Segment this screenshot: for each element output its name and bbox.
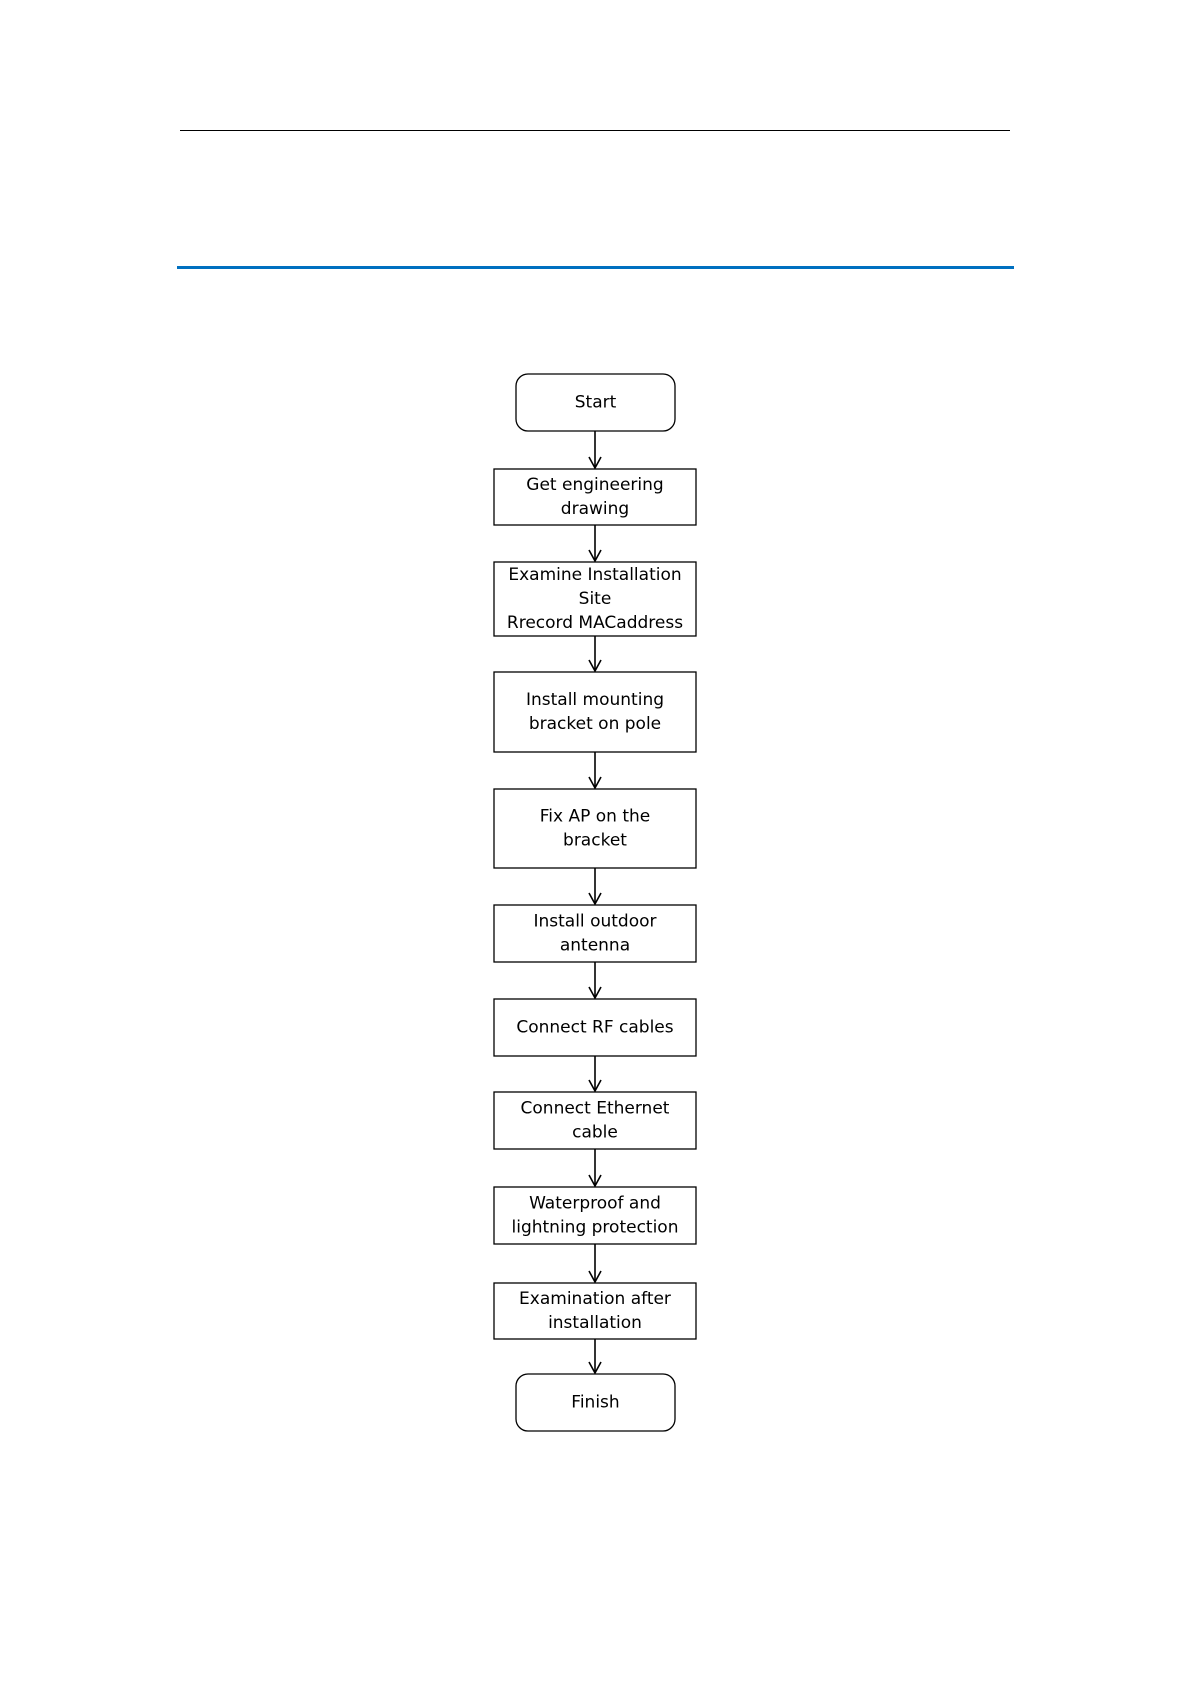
node-label: bracket xyxy=(563,831,627,851)
node-examination: Examination after installation xyxy=(494,1283,696,1339)
node-label: Install mounting xyxy=(526,690,664,710)
node-label: installation xyxy=(548,1313,642,1333)
node-label: Examination after xyxy=(519,1289,671,1309)
node-label: drawing xyxy=(561,499,629,519)
node-finish: Finish xyxy=(516,1374,675,1431)
node-label: cable xyxy=(572,1123,618,1143)
node-connect-ethernet: Connect Ethernet cable xyxy=(494,1092,696,1149)
node-install-antenna: Install outdoor antenna xyxy=(494,905,696,962)
node-label: Connect RF cables xyxy=(516,1018,673,1038)
node-connect-rf: Connect RF cables xyxy=(494,999,696,1056)
node-fix-ap: Fix AP on the bracket xyxy=(494,789,696,868)
node-label: Fix AP on the xyxy=(540,807,651,827)
node-label: Waterproof and xyxy=(529,1194,661,1214)
node-label: Install outdoor xyxy=(533,912,656,932)
process-box xyxy=(494,789,696,868)
node-label: lightning protection xyxy=(512,1218,679,1238)
node-label: Examine Installation xyxy=(508,565,681,585)
process-box xyxy=(494,672,696,752)
node-install-bracket: Install mounting bracket on pole xyxy=(494,672,696,752)
node-start: Start xyxy=(516,374,675,431)
node-label: bracket on pole xyxy=(529,714,661,734)
node-label: Get engineering xyxy=(526,475,663,495)
node-label: Finish xyxy=(571,1393,619,1413)
node-engineering-drawing: Get engineering drawing xyxy=(494,469,696,525)
node-label: Rrecord MACaddress xyxy=(507,613,683,633)
node-label: Start xyxy=(575,393,617,413)
node-label: Connect Ethernet xyxy=(521,1099,670,1119)
node-waterproof: Waterproof and lightning protection xyxy=(494,1187,696,1244)
node-label: antenna xyxy=(560,936,630,956)
node-label: Site xyxy=(579,589,612,609)
